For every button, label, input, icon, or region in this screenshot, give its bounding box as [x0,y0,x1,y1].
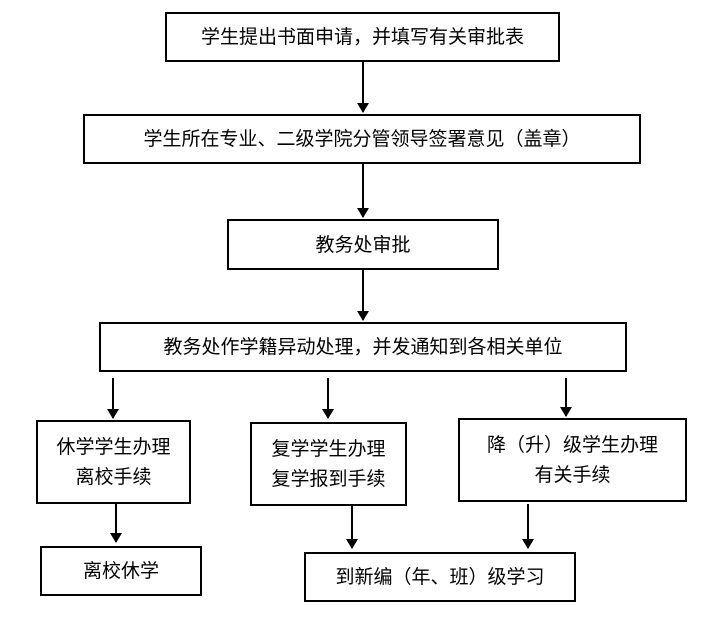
branch-grade-change-line2: 有关手续 [534,464,611,486]
step-academic-approval-box: 教务处审批 [227,219,499,270]
result-leave-school-box: 离校休学 [40,546,202,596]
result-leave-school-text: 离校休学 [82,560,159,582]
branch-resumption-line2: 复学报到手续 [271,468,386,490]
step-college-sign-text: 学生所在专业、二级学院分管领导签署意见（盖章） [143,128,581,150]
result-new-class-box: 到新编（年、班）级学习 [304,552,576,602]
result-new-class-text: 到新编（年、班）级学习 [335,566,545,588]
branch-resumption-box: 复学学生办理 复学报到手续 [250,422,407,506]
branch-grade-change-line1: 降（升）级学生办理 [486,434,658,456]
step-status-change-text: 教务处作学籍异动处理，并发通知到各相关单位 [163,336,563,358]
step-apply-box: 学生提出书面申请，并填写有关审批表 [165,12,560,62]
branch-suspension-box: 休学学生办理 离校手续 [36,420,191,504]
step-academic-approval-text: 教务处审批 [315,233,411,256]
branch-resumption-line1: 复学学生办理 [271,438,386,460]
branch-grade-change-box: 降（升）级学生办理 有关手续 [458,418,687,502]
branch-suspension-line2: 离校手续 [75,466,152,488]
step-apply-text: 学生提出书面申请，并填写有关审批表 [200,26,524,48]
branch-suspension-line1: 休学学生办理 [56,436,171,458]
step-status-change-box: 教务处作学籍异动处理，并发通知到各相关单位 [99,322,627,372]
step-college-sign-box: 学生所在专业、二级学院分管领导签署意见（盖章） [83,114,641,164]
